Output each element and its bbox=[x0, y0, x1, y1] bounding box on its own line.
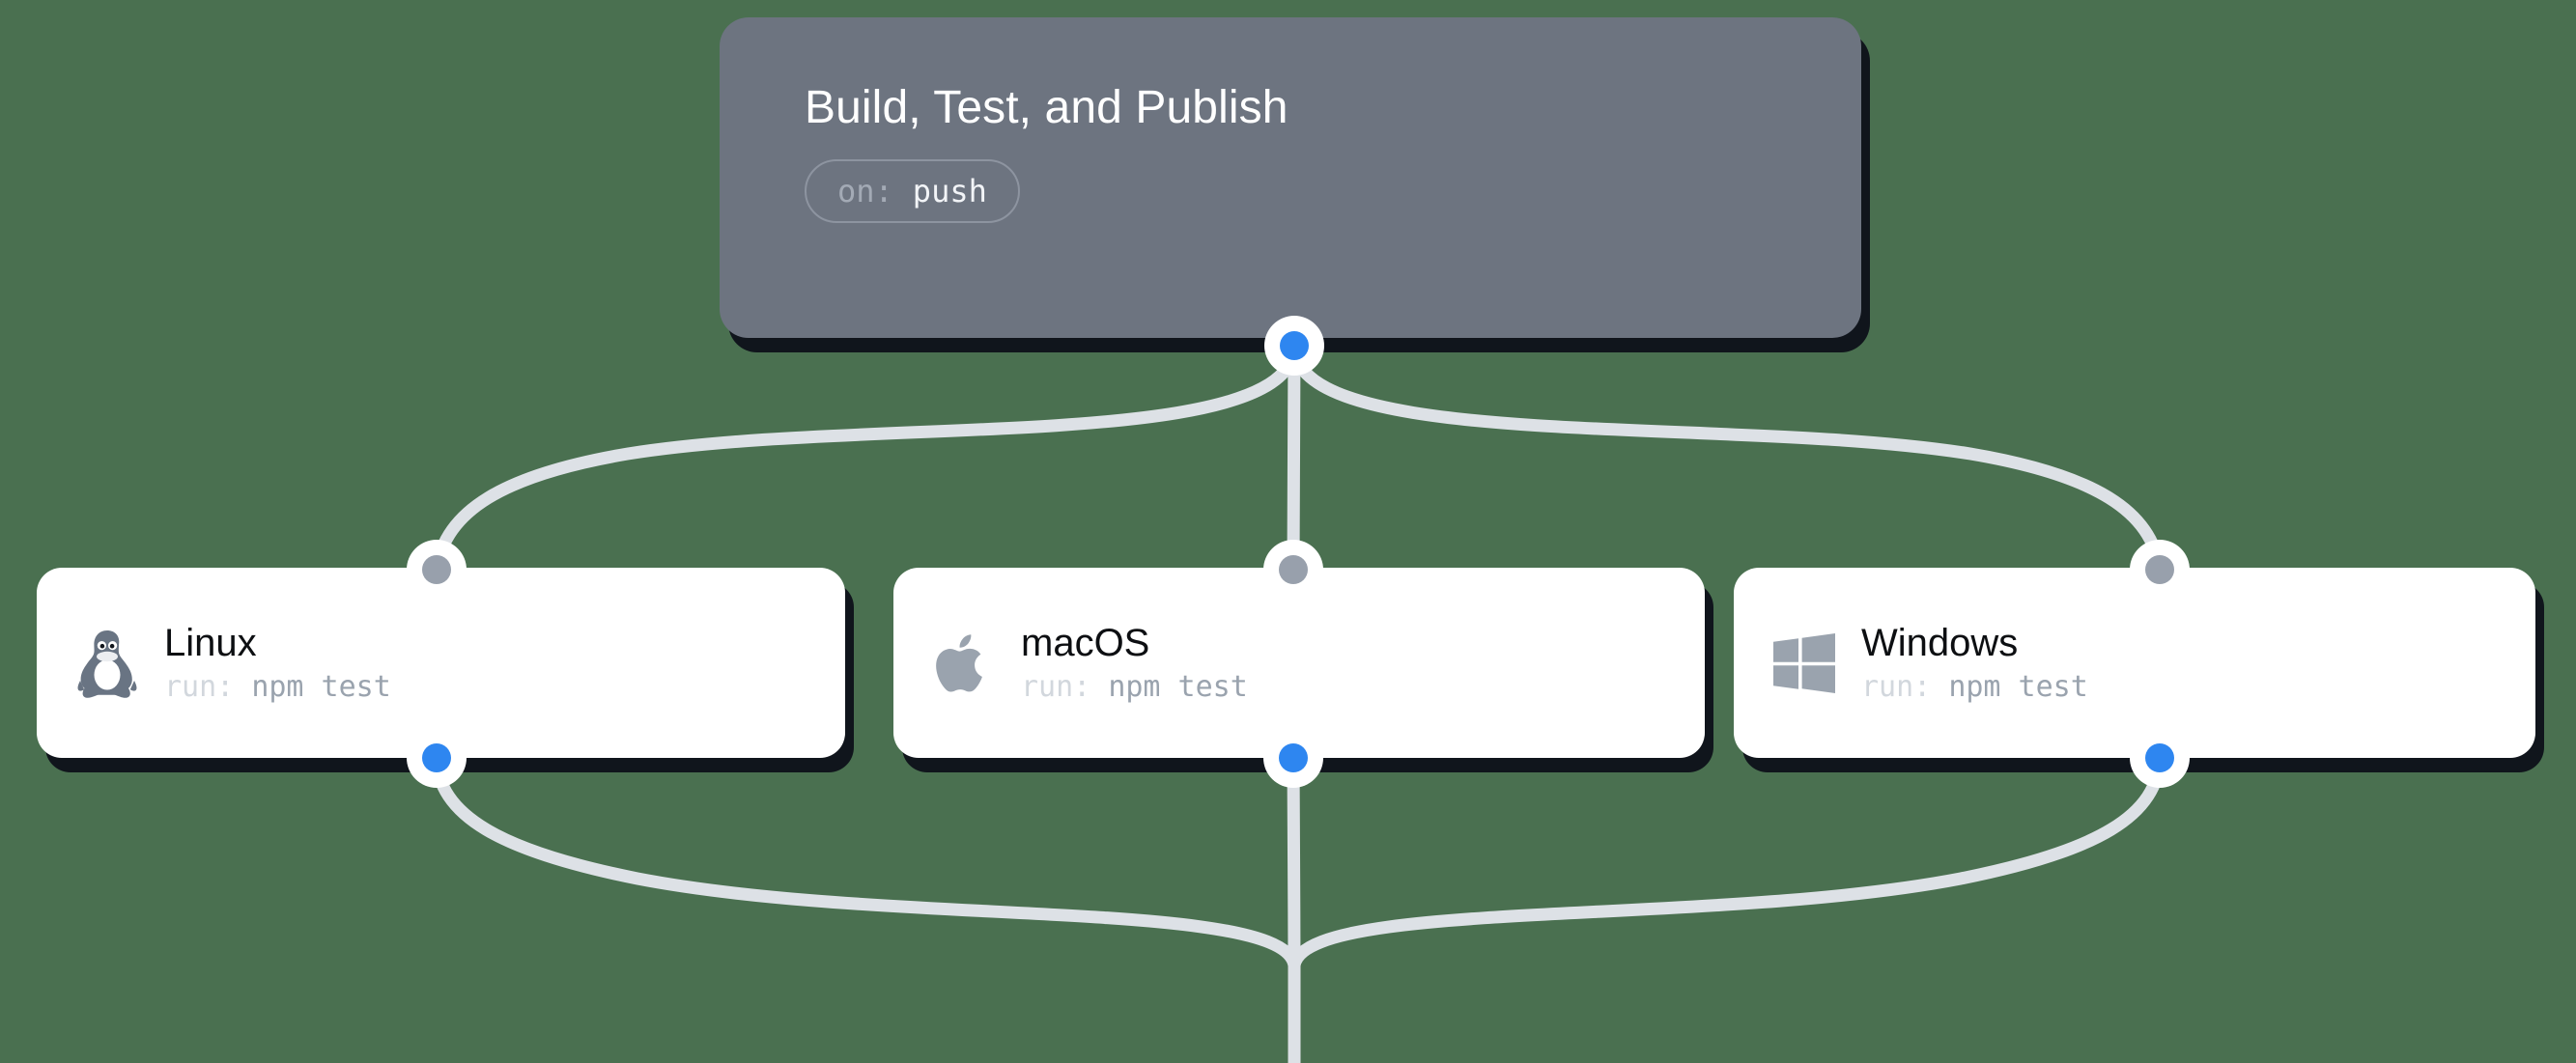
apple-logo-icon bbox=[932, 629, 996, 698]
job-text-macos: macOS run: npm test bbox=[1021, 623, 1248, 703]
job-command-linux: run: npm test bbox=[164, 671, 391, 703]
job-title-linux: Linux bbox=[164, 622, 257, 664]
windows-logo-icon bbox=[1772, 629, 1836, 698]
job-title-macos: macOS bbox=[1021, 622, 1150, 664]
job-command-windows: run: npm test bbox=[1861, 671, 2088, 703]
job-command-value-linux: npm test bbox=[251, 670, 391, 704]
input-port-linux[interactable] bbox=[422, 555, 451, 584]
job-command-key-macos: run: bbox=[1021, 670, 1091, 704]
workflow-title: Build, Test, and Publish bbox=[805, 82, 1288, 133]
job-node-linux[interactable]: Linux run: npm test bbox=[37, 568, 845, 758]
linux-penguin-icon bbox=[75, 629, 139, 698]
job-text-linux: Linux run: npm test bbox=[164, 623, 391, 703]
job-command-macos: run: npm test bbox=[1021, 671, 1248, 703]
trigger-event-badge[interactable]: on: push bbox=[805, 159, 1020, 223]
edge-windows-to-publish bbox=[1288, 749, 2166, 972]
job-command-key-linux: run: bbox=[164, 670, 235, 704]
input-port-macos[interactable] bbox=[1279, 555, 1308, 584]
output-port-windows[interactable] bbox=[2145, 743, 2174, 772]
output-port-trigger[interactable] bbox=[1280, 331, 1309, 360]
job-command-key-windows: run: bbox=[1861, 670, 1932, 704]
edge-trigger-to-windows bbox=[1288, 339, 2166, 576]
input-port-windows[interactable] bbox=[2145, 555, 2174, 584]
job-node-macos[interactable]: macOS run: npm test bbox=[893, 568, 1705, 758]
edge-trigger-to-linux bbox=[430, 339, 1301, 576]
output-port-macos[interactable] bbox=[1279, 743, 1308, 772]
trigger-node[interactable]: Build, Test, and Publish on: push bbox=[720, 17, 1861, 338]
job-command-value-macos: npm test bbox=[1108, 670, 1248, 704]
job-node-windows[interactable]: Windows run: npm test bbox=[1734, 568, 2535, 758]
edge-linux-to-publish bbox=[430, 749, 1301, 972]
edge-trigger-to-macos bbox=[1287, 339, 1301, 576]
trigger-event-key: on: bbox=[837, 173, 893, 210]
job-text-windows: Windows run: npm test bbox=[1861, 623, 2088, 703]
output-port-linux[interactable] bbox=[422, 743, 451, 772]
job-command-value-windows: npm test bbox=[1948, 670, 2088, 704]
trigger-event-value: push bbox=[912, 173, 987, 210]
job-title-windows: Windows bbox=[1861, 622, 2019, 664]
